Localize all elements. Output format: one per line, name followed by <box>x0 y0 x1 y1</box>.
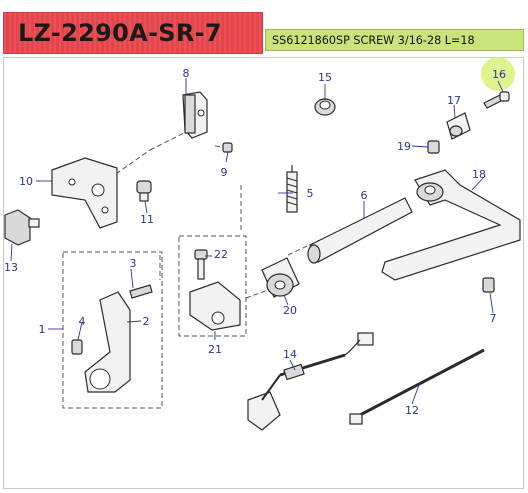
part-21-clamp-block[interactable] <box>189 281 241 331</box>
part-10-plate-bracket[interactable] <box>51 157 118 229</box>
part-16-highlight <box>481 57 515 91</box>
part-20-collar[interactable] <box>261 257 300 298</box>
callout-14: 14 <box>283 348 297 361</box>
axis-line-8 <box>149 129 191 151</box>
callout-1: 1 <box>39 323 46 336</box>
part-19-set-screw[interactable] <box>427 140 440 154</box>
callout-leaders <box>10 78 504 405</box>
axis-line-20 <box>245 289 269 299</box>
callout-3: 3 <box>130 257 137 270</box>
callout-10: 10 <box>19 175 33 188</box>
part-spec-banner: SS6121860SP SCREW 3/16-28 L=18 <box>265 29 524 51</box>
callout-17: 17 <box>447 94 461 107</box>
part-9-screw[interactable] <box>214 142 233 153</box>
part-22-clamp-screw[interactable] <box>194 249 208 280</box>
axis-line-6 <box>287 239 321 256</box>
callout-8: 8 <box>183 67 190 80</box>
callout-2: 2 <box>143 315 150 328</box>
part-16-screw[interactable] <box>483 91 510 109</box>
part-2-arm[interactable] <box>84 291 131 393</box>
part-11-screw[interactable] <box>136 180 152 202</box>
callout-12: 12 <box>405 404 419 417</box>
diagram-frame <box>3 57 524 489</box>
callout-20: 20 <box>283 304 297 317</box>
part-4-set-screw[interactable] <box>71 339 83 355</box>
part-13-knob[interactable] <box>4 209 40 246</box>
model-title-banner: LZ-2290A-SR-7 <box>3 12 263 54</box>
part-3-pin[interactable] <box>129 284 153 299</box>
callout-7: 7 <box>490 312 497 325</box>
callout-16: 16 <box>492 68 506 81</box>
part-8-bracket[interactable] <box>182 91 208 139</box>
callout-4: 4 <box>79 315 86 328</box>
callout-6: 6 <box>361 189 368 202</box>
part-12-cable-tie[interactable] <box>349 348 485 425</box>
callout-15: 15 <box>318 71 332 84</box>
part-6-shaft[interactable] <box>307 197 413 264</box>
callout-21: 21 <box>208 343 222 356</box>
part-17-sleeve[interactable] <box>446 112 471 140</box>
callout-9: 9 <box>221 166 228 179</box>
callout-22: 22 <box>214 248 228 261</box>
callout-18: 18 <box>472 168 486 181</box>
part-14-harness[interactable] <box>247 332 374 431</box>
callout-19: 19 <box>397 140 411 153</box>
callout-13: 13 <box>4 261 18 274</box>
part-spec-text: SS6121860SP SCREW 3/16-28 L=18 <box>272 33 475 47</box>
part-5-spring[interactable] <box>286 165 298 213</box>
assembly-21-group-box <box>178 235 247 337</box>
part-7-stud[interactable] <box>482 277 495 293</box>
assembly-1-group-box <box>62 251 163 409</box>
callout-11: 11 <box>140 213 154 226</box>
part-18-lever[interactable] <box>381 169 521 281</box>
model-title: LZ-2290A-SR-7 <box>18 19 222 47</box>
callout-5: 5 <box>307 187 314 200</box>
part-15-bushing[interactable] <box>314 98 336 116</box>
